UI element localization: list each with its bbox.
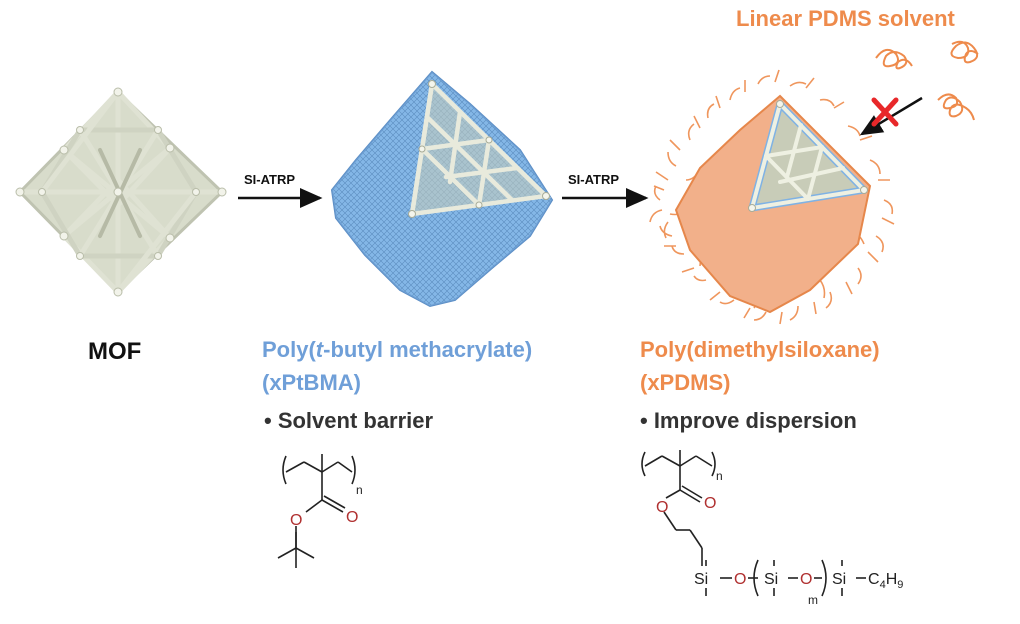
- ptbma-structure: [277, 454, 356, 568]
- step1-label: SI-ATRP: [244, 172, 296, 187]
- c4h9-sub9: 9: [897, 579, 903, 591]
- pdms-bullet: • Improve dispersion: [640, 408, 857, 433]
- pdms-subscript-n: n: [716, 469, 723, 483]
- ptbma-title-italic: t: [315, 337, 324, 362]
- pdms-si-3: Si: [832, 571, 846, 588]
- ptbma-title: Poly(t-butyl methacrylate): [262, 337, 532, 363]
- ptbma-bullet: • Solvent barrier: [264, 408, 434, 433]
- red-cross-icon: [871, 97, 899, 127]
- mof-pdms-octahedron: [649, 69, 895, 325]
- mof-ptbma-octahedron: [330, 70, 554, 308]
- solvent-label: Linear PDMS solvent: [736, 6, 955, 31]
- pdms-o-2: O: [800, 571, 812, 588]
- pdms-o-1: O: [734, 571, 746, 588]
- ptbma-title-suffix: -butyl methacrylate): [323, 337, 533, 362]
- ptbma-abbrev: (xPtBMA): [262, 370, 361, 395]
- pdms-title: Poly(dimethylsiloxane): [640, 337, 880, 362]
- ptbma-carbonyl-oxygen: O: [346, 509, 358, 526]
- c4h9-h: H: [886, 571, 898, 588]
- pdms-si-2: Si: [764, 571, 778, 588]
- ptbma-title-prefix: Poly(: [262, 337, 316, 362]
- step2-label: SI-ATRP: [568, 172, 620, 187]
- pdms-structure: [641, 450, 866, 597]
- pdms-carbonyl-oxygen: O: [704, 495, 716, 512]
- ptbma-subscript-n: n: [356, 483, 363, 497]
- pdms-abbrev: (xPDMS): [640, 370, 731, 395]
- pdms-subscript-m: m: [808, 593, 818, 607]
- c4h9-sub4: 4: [880, 579, 886, 591]
- pdms-ester-oxygen: O: [656, 499, 668, 516]
- pdms-solvent-chains: [875, 40, 979, 121]
- pdms-c4h9: C4H9: [868, 571, 903, 591]
- ptbma-ester-oxygen: O: [290, 512, 302, 529]
- chem-atom-labels: n O O n O O Si O Si O m Si C4H9: [290, 469, 903, 607]
- mof-octahedron: [15, 87, 227, 297]
- mof-label: MOF: [88, 338, 142, 365]
- pdms-si-1: Si: [694, 571, 708, 588]
